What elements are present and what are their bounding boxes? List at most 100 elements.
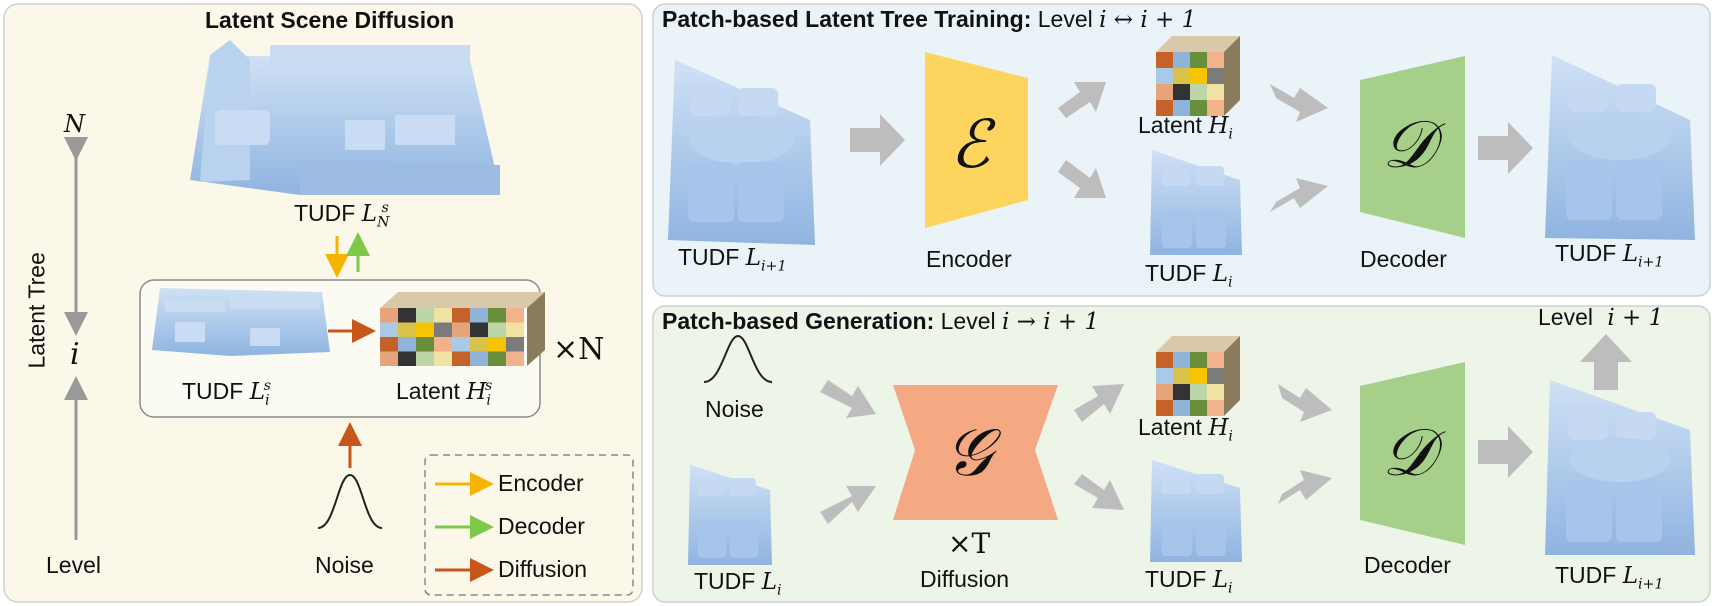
top-latent-caption-math: H (1208, 113, 1229, 139)
latent-grid-cell (452, 337, 470, 352)
top-panel-title-bold: Patch-based Latent Tree Training: (662, 6, 1032, 32)
gen-latent-cube (1156, 336, 1240, 416)
gen-mid-caption: TUDF Li (1145, 566, 1233, 597)
level-up-caption: Level i + 1 (1538, 304, 1663, 331)
top-input-caption: TUDF Li+1 (678, 244, 787, 275)
box-scene-caption-text: TUDF (182, 378, 244, 404)
latent-grid-cell (488, 337, 506, 352)
latent-grid-cell (470, 322, 488, 337)
encoder-label: Encoder (926, 246, 1012, 272)
box-latent-caption-sup: s (484, 378, 493, 395)
top-scene-caption: TUDF LNs (294, 200, 389, 231)
latent-grid-cell (1156, 68, 1173, 84)
latent-grid-cell (1156, 100, 1173, 116)
latent-grid-cell (380, 337, 398, 352)
gen-input-caption-text: TUDF (694, 568, 756, 594)
latent-grid-cell (1190, 84, 1207, 100)
top-arrow-latent-dec (1270, 84, 1328, 122)
gen-output-caption-sub: i+1 (1638, 576, 1664, 593)
latent-grid-cell (1190, 68, 1207, 84)
latent-grid-cell (452, 308, 470, 323)
legend-decoder-label: Decoder (498, 513, 585, 539)
legend-diffusion-label: Diffusion (498, 556, 588, 582)
gen-arrow-mid-dec (1278, 470, 1332, 504)
axis-bottom-label: Level (46, 552, 101, 578)
bottom-panel-title-math: i → i + 1 (1002, 309, 1100, 335)
latent-grid-cell (434, 351, 452, 366)
latent-grid-cell (380, 322, 398, 337)
encoder-symbol: ℰ (950, 106, 990, 183)
latent-grid-cell (1173, 100, 1190, 116)
gen-arrow-out (1478, 426, 1533, 478)
latent-grid-cell (398, 322, 416, 337)
gen-arrow-noise (820, 380, 876, 418)
latent-grid-cell (1156, 352, 1173, 368)
latent-grid-cell (398, 337, 416, 352)
latent-grid-cell (1207, 100, 1224, 116)
gen-output-scene (1545, 380, 1695, 555)
gen-input-caption-sub: i (777, 582, 782, 599)
top-scene-caption-sub: N (377, 214, 390, 231)
latent-grid-cell (416, 322, 434, 337)
latent-grid-cell (488, 322, 506, 337)
gen-input-scene (688, 465, 772, 565)
gen-arrow-input (820, 486, 876, 524)
latent-grid-cell (1207, 68, 1224, 84)
latent-tree-axis-label: Latent Tree (23, 252, 50, 369)
top-latent-caption-text: Latent (1138, 112, 1202, 138)
bottom-panel-title-bold: Patch-based Generation: (662, 308, 935, 334)
repeat-n-label: ×N (553, 332, 605, 367)
gen-arrow-latent-dec (1278, 384, 1332, 422)
top-mid-caption-math: L (1212, 261, 1228, 287)
latent-grid-cell (416, 308, 434, 323)
gen-output-caption-text: TUDF (1555, 562, 1617, 588)
latent-grid-cell (1190, 384, 1207, 400)
latent-grid-cell (380, 351, 398, 366)
gen-latent-caption-math: H (1208, 415, 1229, 441)
latent-grid-cell (488, 351, 506, 366)
latent-grid-cell (1173, 400, 1190, 416)
latent-grid-cell (1173, 52, 1190, 68)
top-room-scene (190, 40, 500, 195)
decoder-block-top (1360, 56, 1465, 238)
latent-grid-cell (470, 308, 488, 323)
top-panel-title-rest: Level (1037, 6, 1093, 32)
latent-grid-cell (1207, 352, 1224, 368)
decoder-label-bottom: Decoder (1364, 552, 1451, 578)
left-noise-label: Noise (315, 552, 374, 578)
box-scene-caption: TUDF Lis (182, 378, 271, 409)
gen-latent-caption-sub: i (1228, 428, 1233, 445)
top-mid-caption: TUDF Li (1145, 260, 1233, 291)
latent-grid-cell (1190, 100, 1207, 116)
latent-grid-cell (1173, 84, 1190, 100)
latent-grid-cell (452, 322, 470, 337)
latent-grid-cell (1156, 400, 1173, 416)
top-scene-caption-text: TUDF (294, 200, 356, 226)
latent-grid-cell (470, 337, 488, 352)
diffusion-repeat: ×T (948, 527, 991, 560)
top-output-caption-sub: i+1 (1638, 254, 1664, 271)
box-latent-caption-text: Latent (396, 378, 460, 404)
box-latent-caption: Latent His (396, 378, 492, 409)
latent-grid-cell (380, 308, 398, 323)
latent-grid-cell (416, 337, 434, 352)
left-panel-title: Latent Scene Diffusion (205, 7, 455, 33)
top-latent-caption: Latent Hi (1138, 112, 1233, 143)
latent-grid-cell (488, 308, 506, 323)
latent-grid-cell (506, 322, 524, 337)
axis-top-label: N (64, 110, 85, 138)
noise-curve (317, 473, 383, 529)
box-scene-caption-sub: i (265, 392, 270, 409)
top-panel-title-math: i ↔ i + 1 (1099, 7, 1197, 33)
latent-grid-cell (434, 308, 452, 323)
top-output-caption-math: L (1622, 241, 1638, 267)
latent-grid-cell (506, 337, 524, 352)
gen-mid-scene (1150, 460, 1242, 562)
box-scene-caption-sup: s (263, 378, 271, 395)
gen-noise-label: Noise (705, 396, 764, 422)
decoder-symbol-bottom: 𝒟 (1382, 414, 1435, 491)
level-up-caption-text: Level (1538, 304, 1593, 330)
diffusion-symbol: 𝒢 (945, 414, 992, 491)
top-output-scene (1545, 55, 1695, 240)
